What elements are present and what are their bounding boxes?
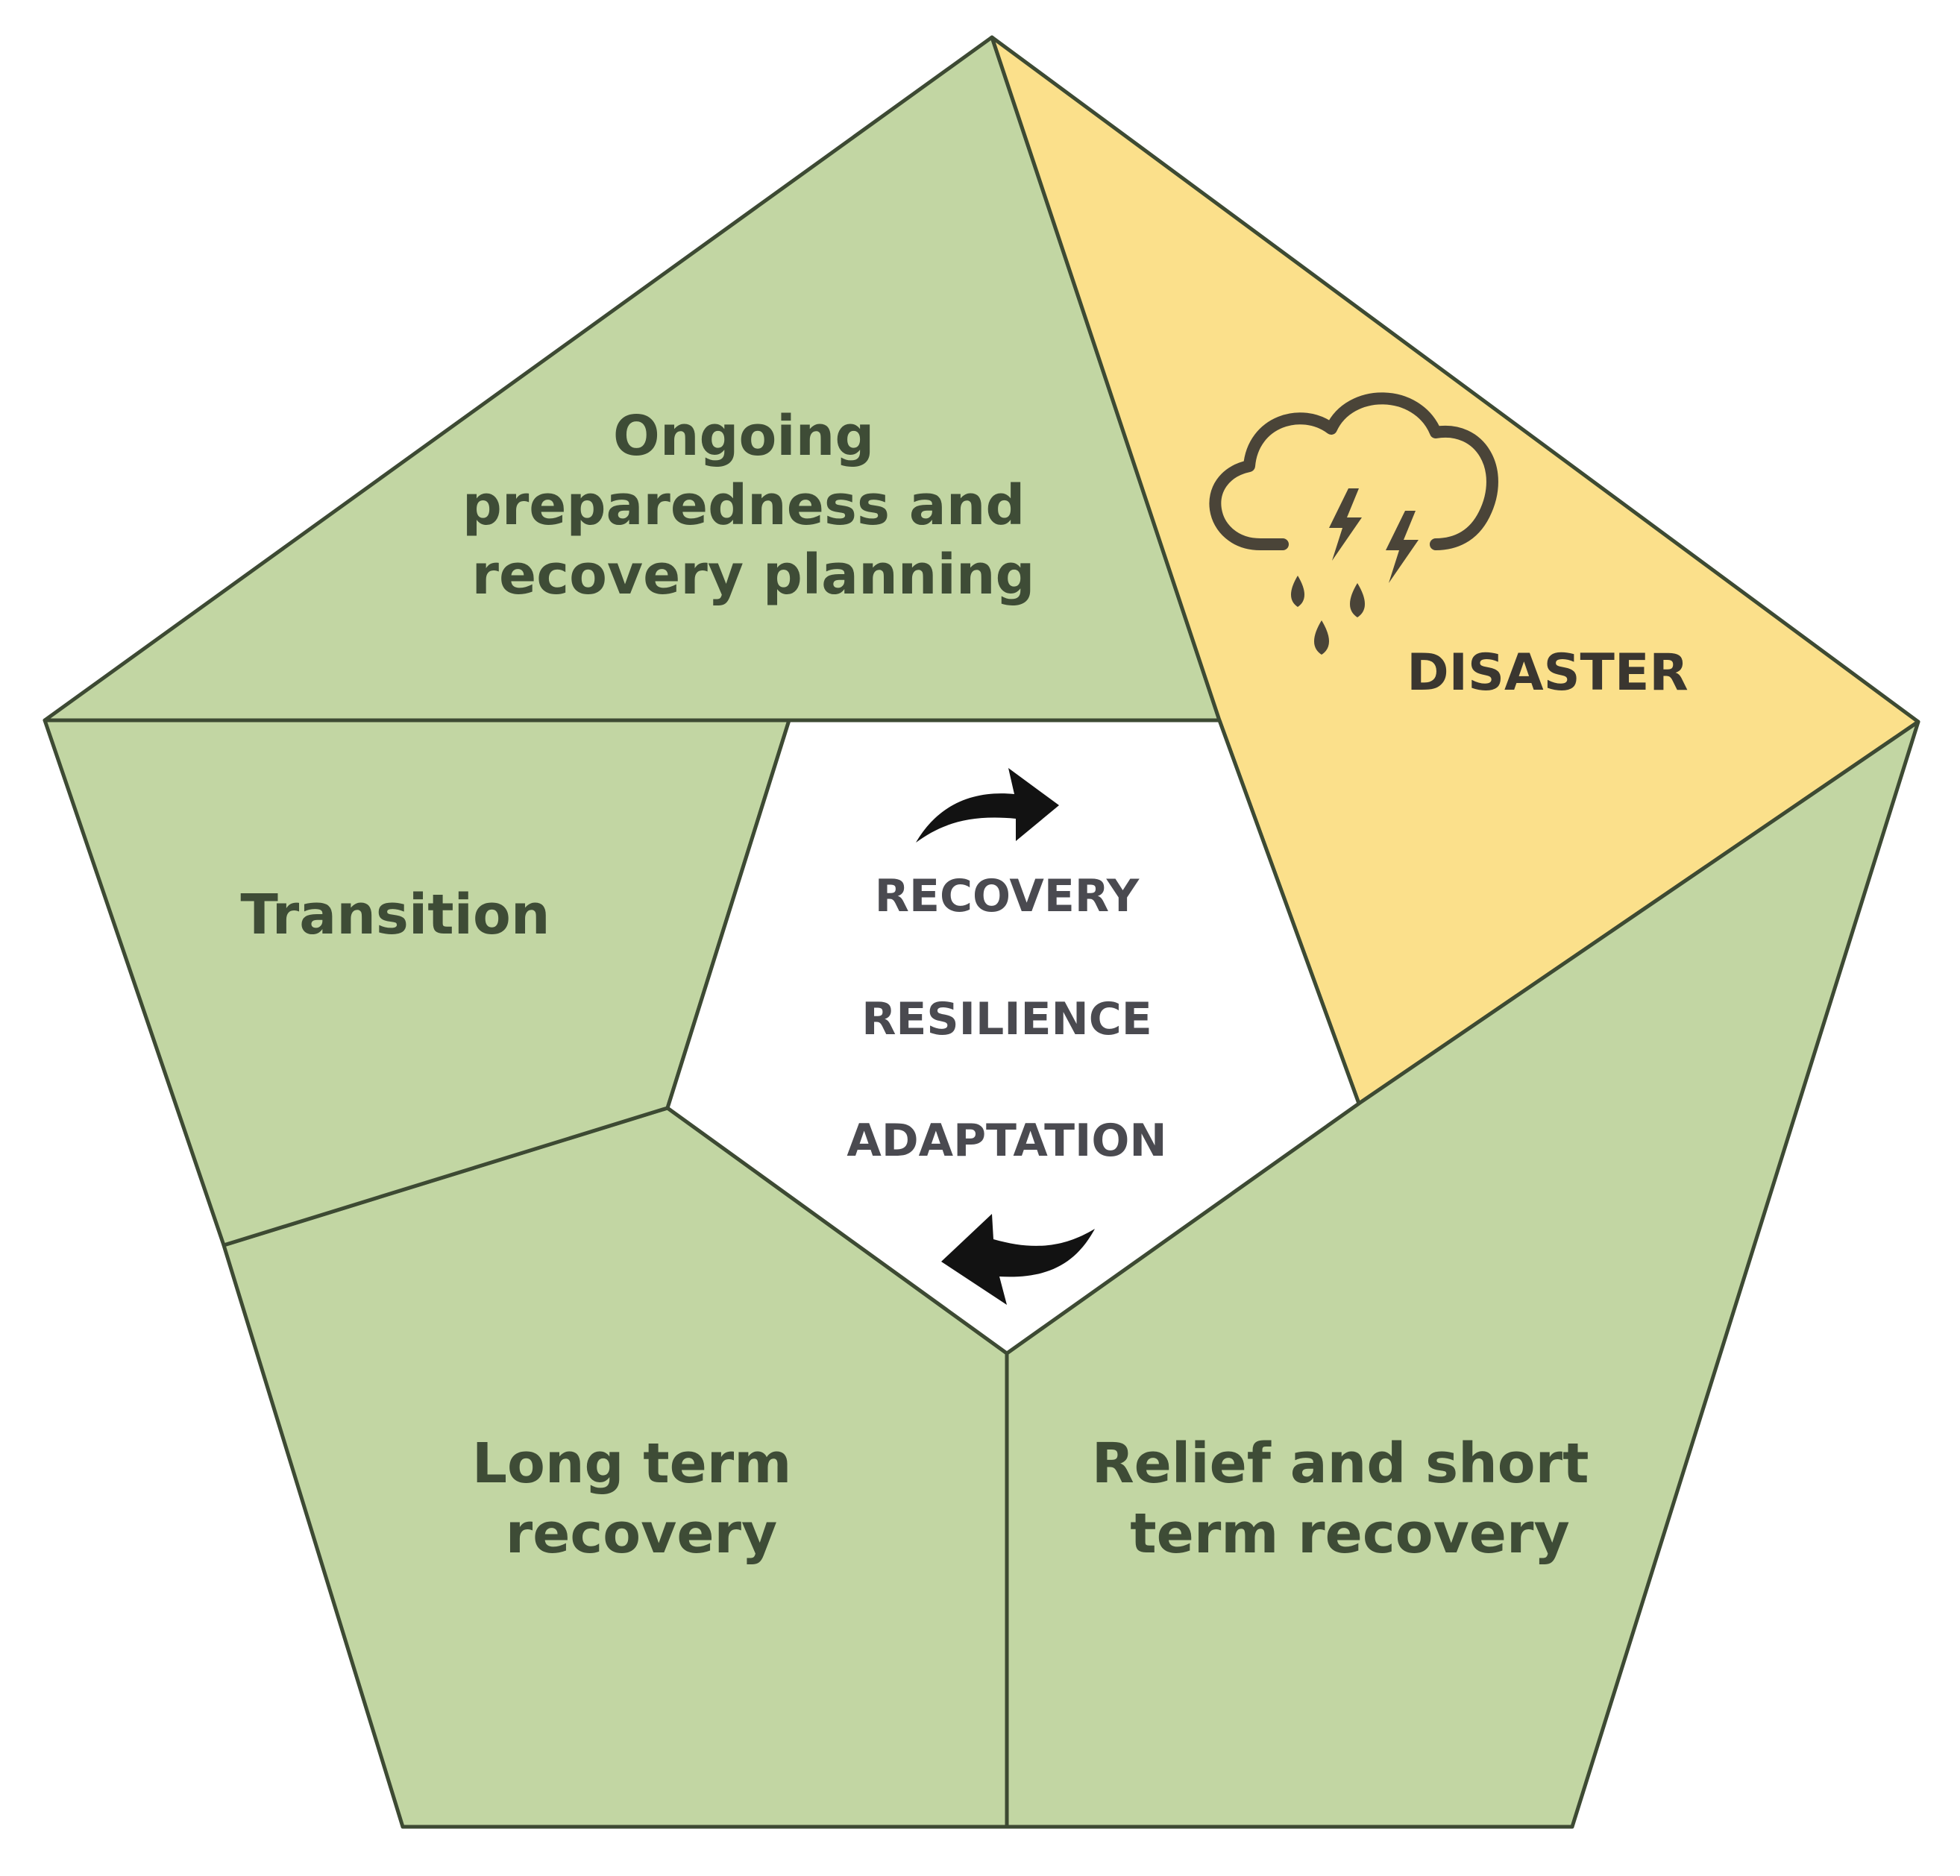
segment-relief-line-1: Relief and short xyxy=(1092,1432,1589,1496)
segment-long-term: Long term recovery xyxy=(222,1106,1009,1829)
segment-relief-label: Relief and short term recovery xyxy=(1092,1432,1609,1566)
segment-relief-line-2: term recovery xyxy=(1130,1502,1569,1566)
storm-cloud-icon xyxy=(1209,392,1498,655)
segment-preparedness-line-2: preparedness and xyxy=(462,473,1025,538)
segment-disaster-label: DISASTER xyxy=(1407,643,1689,702)
segment-preparedness: Ongoing preparedness and recovery planni… xyxy=(43,35,1222,723)
curved-arrow-left-icon xyxy=(941,1214,1095,1305)
segment-preparedness-line-1: Ongoing xyxy=(613,404,874,468)
segment-preparedness-line-3: recovery planning xyxy=(472,543,1035,607)
curved-arrow-right-icon xyxy=(916,768,1059,843)
segment-transition: Transition xyxy=(43,718,791,1247)
center-cycle-shape xyxy=(665,718,1361,1356)
segment-long-term-line-1: Long term xyxy=(472,1432,792,1496)
segment-long-term-line-2: recovery xyxy=(506,1502,778,1566)
center-cycle: RECOVERY RESILIENCE ADAPTATION xyxy=(665,718,1361,1356)
segment-transition-label: Transition xyxy=(240,883,550,947)
segment-preparedness-label: Ongoing preparedness and recovery planni… xyxy=(462,404,1044,607)
segment-long-term-label: Long term recovery xyxy=(472,1432,811,1566)
center-resilience-label: RESILIENCE xyxy=(861,993,1152,1045)
center-recovery-label: RECOVERY xyxy=(875,870,1140,922)
center-adaptation-label: ADAPTATION xyxy=(846,1115,1166,1167)
